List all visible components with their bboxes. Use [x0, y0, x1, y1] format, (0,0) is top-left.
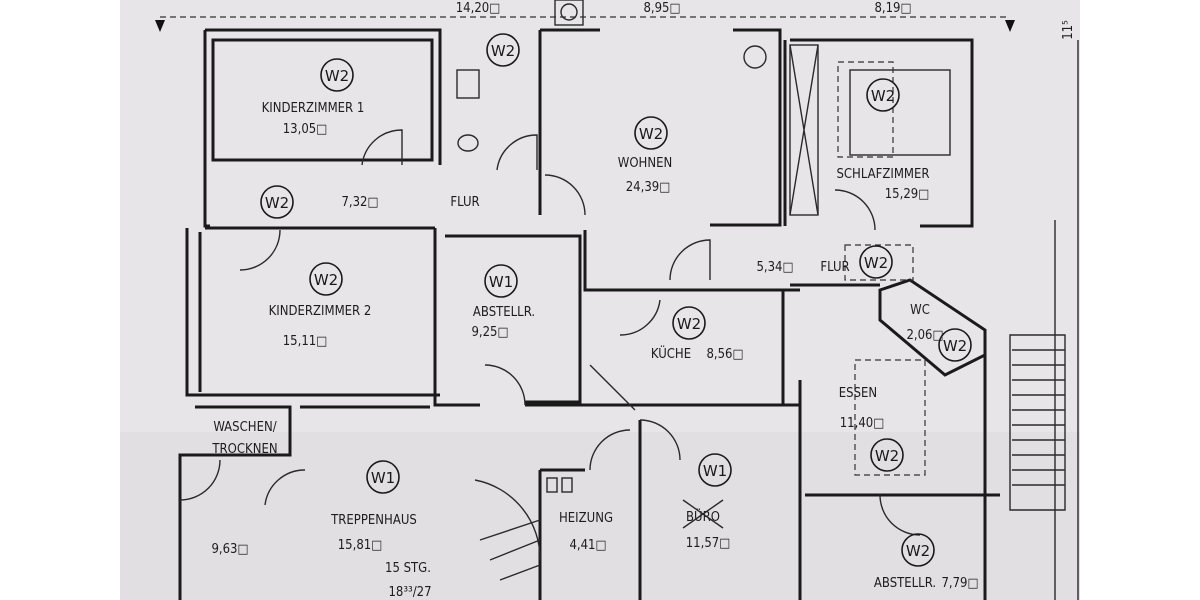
room-name-wohnen: WOHNEN [618, 156, 672, 171]
marker-kueche: W2 [672, 306, 706, 340]
svg-text:W1: W1 [703, 462, 727, 480]
room-area-abstellraum1: 9,25□ [471, 325, 508, 340]
marker-essen: W2 [870, 438, 904, 472]
room-area-essen: 11,40□ [840, 416, 885, 431]
section-markers [155, 16, 1015, 32]
marker-wohnen: W2 [634, 116, 668, 150]
area-label: 8,19□ [874, 1, 911, 16]
room-name-kueche: KÜCHE [651, 345, 691, 362]
room-area-wc: 2,06□ [906, 328, 943, 343]
room-area-heizung: 4,41□ [569, 538, 606, 553]
room-area-treppenhaus: 15,81□ [338, 538, 383, 553]
fixtures [456, 0, 951, 581]
dimension-label: 11⁵ [1061, 20, 1076, 40]
svg-text:W2: W2 [875, 447, 899, 465]
room-name-trocknen: TROCKNEN [211, 442, 277, 457]
room-name-schlafzimmer: SCHLAFZIMMER [836, 167, 929, 182]
svg-text:W2: W2 [639, 125, 663, 143]
svg-text:W2: W2 [906, 542, 930, 560]
room-name-kinderzimmer1: KINDERZIMMER 1 [262, 101, 365, 116]
svg-text:W2: W2 [871, 87, 895, 105]
room-name-heizung: HEIZUNG [559, 511, 613, 526]
marker-abstellraum2: W2 [901, 533, 935, 567]
marker-schlafzimmer: W2 [866, 78, 900, 112]
marker-abstellraum1: W1 [484, 264, 518, 298]
room-name-kinderzimmer2: KINDERZIMMER 2 [269, 304, 372, 319]
svg-text:W2: W2 [864, 254, 888, 272]
room-area-wohnen: 24,39□ [626, 180, 671, 195]
svg-text:W2: W2 [943, 337, 967, 355]
marker-kinderzimmer2: W2 [309, 262, 343, 296]
room-name-essen: ESSEN [839, 386, 877, 401]
room-area-kinderzimmer2: 15,11□ [283, 334, 328, 349]
stair-steps-label: 15 STG. [385, 561, 431, 576]
room-area-kinderzimmer1: 13,05□ [283, 122, 328, 137]
cross-out-mark [682, 499, 724, 529]
room-area-flur2: 5,34□ [756, 260, 793, 275]
area-label: 14,20□ [456, 1, 501, 16]
svg-text:W1: W1 [371, 469, 395, 487]
room-name-abstellraum2: ABSTELLR. [874, 576, 936, 591]
walls [178, 28, 1079, 600]
room-area-flur1: 7,32□ [341, 195, 378, 210]
room-name-waschen: WASCHEN/ [213, 420, 276, 435]
svg-text:W2: W2 [491, 42, 515, 60]
marker-treppenhaus: W1 [366, 460, 400, 494]
svg-text:W2: W2 [325, 67, 349, 85]
marker-kinderzimmer1: W2 [320, 58, 354, 92]
room-name-abstellraum1: ABSTELLR. [473, 305, 535, 320]
room-area-abstellraum2: 7,79□ [941, 576, 978, 591]
marker-flur2: W2 [859, 245, 893, 279]
room-name-flur2: FLUR [820, 260, 849, 275]
marker-wc: W2 [938, 328, 972, 362]
room-name-treppenhaus: TREPPENHAUS [330, 513, 417, 528]
marker-flur1: W2 [260, 185, 294, 219]
svg-text:W2: W2 [314, 271, 338, 289]
stair-size-label: 18³³/27 [388, 585, 431, 600]
room-area-schlafzimmer: 15,29□ [885, 187, 930, 202]
room-name-flur1: FLUR [450, 195, 479, 210]
room-area-kueche: 8,56□ [706, 347, 743, 362]
marker-bad: W2 [486, 33, 520, 67]
svg-text:W2: W2 [677, 315, 701, 333]
svg-text:W2: W2 [265, 194, 289, 212]
svg-text:W1: W1 [489, 273, 513, 291]
area-label: 8,95□ [643, 1, 680, 16]
room-name-wc: WC [910, 303, 930, 318]
marker-buero: W1 [698, 453, 732, 487]
room-area-buero: 11,57□ [686, 536, 731, 551]
room-area-waschen: 9,63□ [211, 542, 248, 557]
